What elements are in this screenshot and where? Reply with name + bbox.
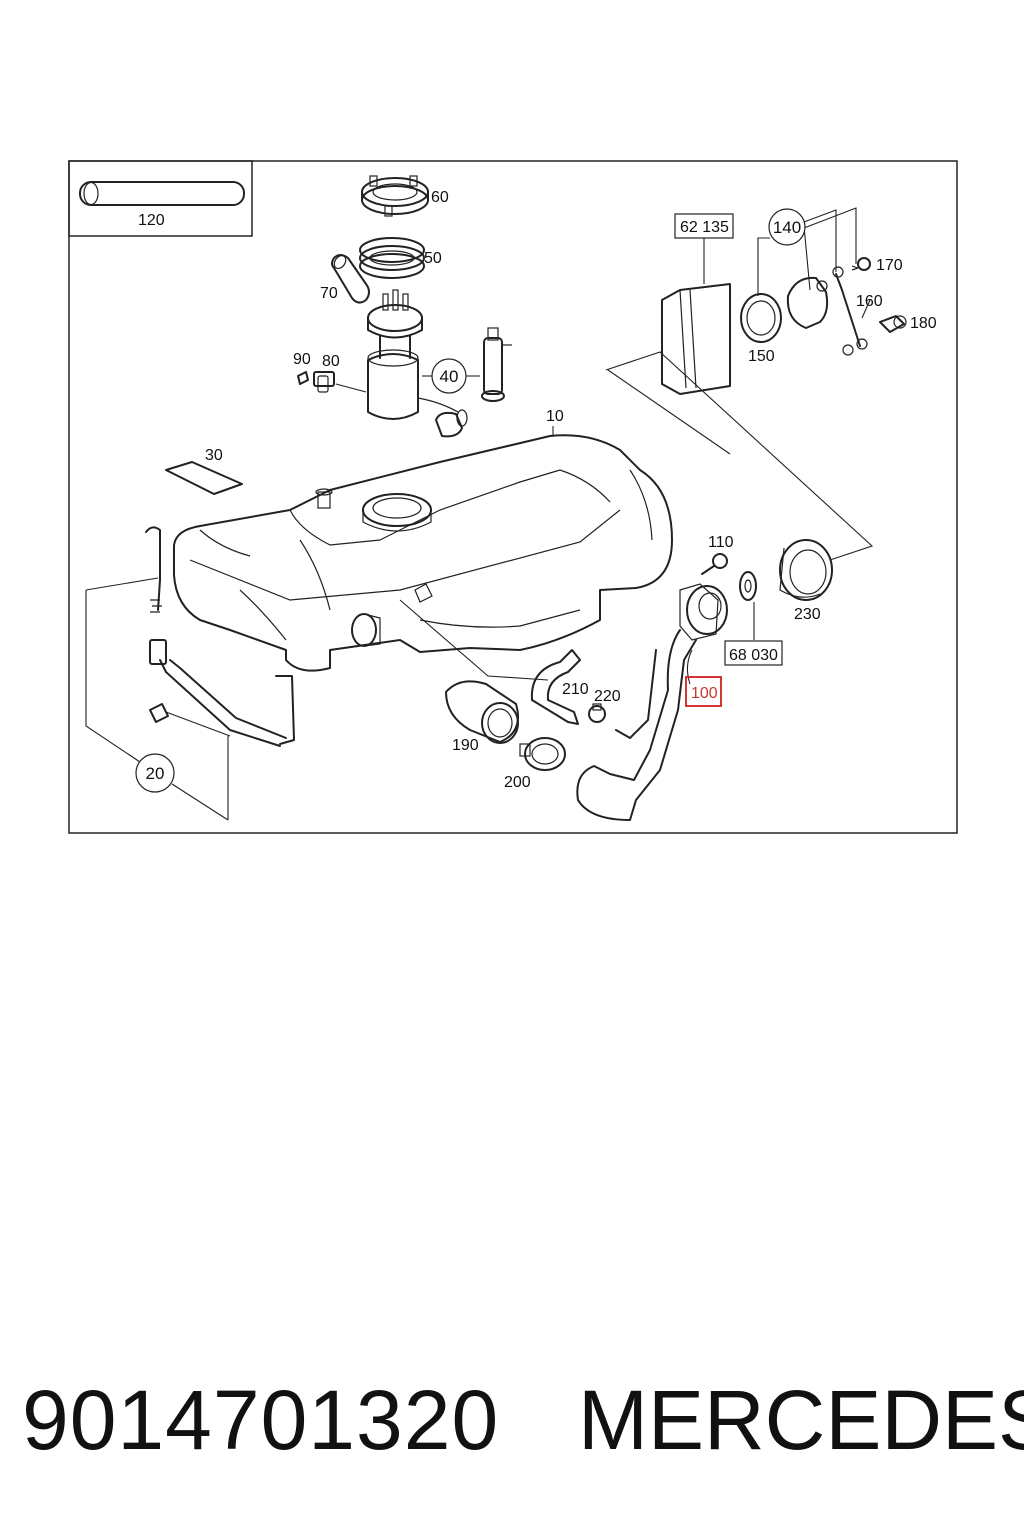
inset-box-120: [68, 160, 253, 237]
label-140: 140: [773, 218, 801, 237]
diagram-frame: [68, 160, 958, 834]
label-20: 20: [146, 764, 165, 783]
part-190-sleeve: [445, 680, 519, 744]
label-210: 210: [562, 681, 589, 698]
label-62135: 62 135: [680, 219, 729, 236]
part-140-hinge: [786, 266, 868, 356]
label-120: 120: [138, 212, 165, 229]
label-box-68030: [724, 640, 783, 666]
fuel-pump-module: [367, 289, 459, 420]
part-180-pin: [879, 315, 907, 333]
part-80-connector: [313, 371, 335, 393]
part-100-filler-neck: [576, 583, 728, 821]
label-50: 50: [424, 250, 442, 267]
footer-caption: 9014701320 MERCEDES: [0, 1360, 1024, 1480]
part-70-sleeve: [331, 254, 370, 304]
part-120-hose: [79, 181, 245, 206]
part-62135-fuel-door: [661, 283, 731, 395]
label-170: 170: [876, 257, 903, 274]
label-30: 30: [205, 447, 223, 464]
label-80: 80: [322, 353, 340, 370]
leader-lines: [85, 207, 874, 821]
part-90-screw: [297, 371, 309, 385]
label-110: 110: [708, 534, 734, 551]
part-170-clip: [851, 257, 871, 271]
part-40-pump: [481, 327, 512, 402]
label-circle-40: [431, 358, 467, 394]
label-160: 160: [856, 293, 883, 310]
label-40: 40: [440, 367, 459, 386]
part-10-fuel-tank: [173, 434, 673, 672]
part-230-fuel-cap: [779, 539, 833, 601]
label-circle-140: [768, 208, 806, 246]
label-10: 10: [546, 408, 564, 425]
label-circle-20: [135, 753, 175, 793]
brand-name: MERCEDES: [578, 1373, 1024, 1467]
label-150: 150: [748, 348, 775, 365]
part-110-screw: [701, 553, 728, 575]
part-68030-washer: [739, 571, 757, 601]
part-220-clip: [588, 703, 606, 723]
label-180: 180: [910, 315, 937, 332]
part-50-seal: [359, 237, 425, 279]
pump-filter: [435, 409, 468, 438]
label-box-62135: [674, 213, 734, 239]
part-210-hose: [530, 649, 581, 725]
label-90: 90: [293, 351, 311, 368]
highlight-box-100: [685, 676, 722, 707]
part-number: 9014701320: [22, 1373, 500, 1467]
label-230: 230: [794, 606, 821, 623]
label-100: 100: [691, 685, 718, 702]
part-20-tank-strap: [145, 526, 295, 747]
part-150-seal: [740, 293, 782, 343]
label-190: 190: [452, 737, 479, 754]
label-70: 70: [320, 285, 338, 302]
part-200-clamp: [519, 737, 566, 771]
label-220: 220: [594, 688, 621, 705]
part-60-lock-ring: [361, 175, 429, 217]
fuel-tank-exploded-diagram: 120 60 50 70 90 80 40 10 30 62 135 140 1…: [68, 160, 958, 834]
part-30-pad: [165, 461, 243, 495]
label-200: 200: [504, 774, 531, 791]
label-68030: 68 030: [729, 647, 778, 664]
label-60: 60: [431, 189, 449, 206]
